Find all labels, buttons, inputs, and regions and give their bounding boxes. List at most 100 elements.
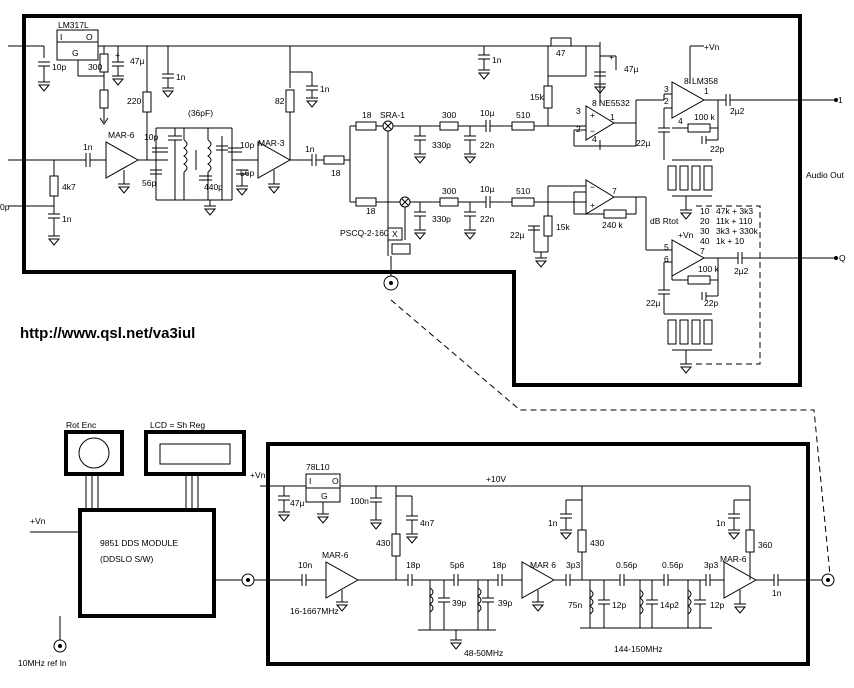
c1n-in-label: 1n [83, 142, 93, 152]
c100n-label: 100n [350, 496, 369, 506]
c10p-a-label: 10p [52, 62, 66, 72]
lm-pin-3: 3 [664, 84, 669, 94]
dashed-enclosure [696, 205, 761, 365]
r510-a-label: 510 [516, 110, 530, 120]
module-line2: (DDSLO S/W) [100, 554, 154, 564]
db-table-resistance: 11k + 110 [716, 216, 753, 226]
c5p6-label: 5p6 [450, 560, 464, 570]
ref-in-label: 10MHz ref In [18, 658, 67, 668]
lc-tank-144mhz: 75n 12p 0.56p 14p2 0.56p 12p 144-150MHz [568, 560, 724, 654]
r7810-regulator: 78L10 I O G [305, 462, 341, 503]
c47u-c-label: 47µ [290, 498, 304, 508]
c47u-a-label: 47µ [130, 56, 144, 66]
c440p-label: 440p [204, 182, 223, 192]
lo-link-dashed [390, 299, 831, 576]
c39p-b-label: 39p [498, 598, 512, 608]
r430-a-label: 430 [376, 538, 390, 548]
svg-text:+: + [115, 50, 120, 60]
lcd-label: LCD = Sh Reg [150, 420, 205, 430]
mar6-c-label: MAR 6 [530, 560, 556, 570]
c1n-c-label: 1n [320, 84, 330, 94]
c10p-c-label: 10p [240, 140, 254, 150]
c10u-b-label: 10µ [480, 184, 494, 194]
c10u-a-label: 10µ [480, 108, 494, 118]
lm-pin-4: 4 [678, 116, 683, 126]
c1n-e-label: 1n [305, 144, 315, 154]
ne5532-opamp-a: 8 NE5532 3 2 1 4 + − [576, 98, 630, 144]
c1n-f-label: 1n [548, 518, 558, 528]
c0p56-a-label: 0.56p [616, 560, 638, 570]
lm358-opamp-top: 8 LM358 3 2 1 4 [664, 76, 718, 126]
c10p-b-label: 10p [144, 132, 158, 142]
lm317-in-pin: I [60, 32, 62, 42]
c330p-b-label: 330p [432, 214, 451, 224]
db-table-value: 30 [700, 226, 710, 236]
c2u2-a-label: 2µ2 [730, 106, 745, 116]
lm317-gnd-pin: G [72, 48, 79, 58]
mar6-amp-b: MAR-6 [322, 550, 360, 612]
lc-tank-48mhz: 39p 39p 48-50MHz [418, 580, 512, 658]
mar6-amp-c: MAR 6 [521, 560, 556, 612]
audio-out-label: Audio Out [806, 170, 844, 180]
c22p-a-label: 22p [710, 144, 724, 154]
mar6-a-label: MAR-6 [108, 130, 135, 140]
mar3-label: MAR-3 [258, 138, 285, 148]
svg-text:−: − [590, 182, 595, 192]
vn-a-label: +Vn [30, 516, 46, 526]
c10n-label: 10n [298, 560, 312, 570]
c22p-b-label: 22p [704, 298, 718, 308]
c12p-b-label: 12p [710, 600, 724, 610]
c56p-b-label: 56p [240, 168, 254, 178]
v10-label: +10V [486, 474, 506, 484]
rtot-bank-bottom [664, 313, 713, 374]
db-table-value: 20 [700, 216, 710, 226]
c1n-b-label: 1n [492, 55, 502, 65]
db-table-value: 10 [700, 206, 710, 216]
out-q-label: Q [839, 253, 846, 263]
c1n-g-label: 1n [716, 518, 726, 528]
lcd-display: LCD = Sh Reg [144, 420, 246, 510]
mar6-b-label: MAR-6 [322, 550, 349, 560]
ne5532-label: 8 NE5532 [592, 98, 630, 108]
lm317-label: LM317L [58, 20, 89, 30]
r100k-b-label: 100 k [698, 264, 720, 274]
r7810-out-pin: O [332, 476, 339, 486]
r18-a-label: 18 [331, 168, 341, 178]
c1n-out-label: 1n [772, 588, 782, 598]
c22n-b-label: 22n [480, 214, 494, 224]
c12p-a-label: 12p [612, 600, 626, 610]
pin-4: 4 [592, 134, 597, 144]
r220-label: 220 [127, 96, 141, 106]
r240k-label: 240 k [602, 220, 624, 230]
c36pf-label: (36pF) [188, 108, 213, 118]
r360-label: 360 [758, 540, 772, 550]
rotary-encoder: Rot Enc [64, 420, 124, 510]
c330p-a-label: 330p [432, 140, 451, 150]
c22u-c-label: 22µ [646, 298, 660, 308]
db-table-resistance: 1k + 10 [716, 236, 744, 246]
out-1-label: 1 [838, 95, 843, 105]
mar6-amp-a: MAR-6 [105, 130, 140, 194]
r510-b-label: 510 [516, 186, 530, 196]
c1n-d-label: 1n [62, 214, 72, 224]
r300-a-label: 300 [88, 62, 102, 72]
svg-text:+: + [590, 110, 595, 120]
lm358-label: LM358 [692, 76, 718, 86]
r300-c-label: 300 [442, 186, 456, 196]
pin-3: 3 [576, 106, 581, 116]
p10-label: 0p [0, 202, 10, 212]
band-b-label: 48-50MHz [464, 648, 503, 658]
top-board-outline [22, 14, 802, 387]
source-url: http://www.qsl.net/va3iul [20, 325, 195, 342]
band-a-label: 16-1667MHz [290, 606, 339, 616]
rot-enc-label: Rot Enc [66, 420, 97, 430]
lm358-opamp-bottom: 5 6 7 [664, 239, 706, 277]
svg-text:−: − [590, 126, 595, 136]
lm317-out-pin: O [86, 32, 93, 42]
pin-7: 7 [612, 186, 617, 196]
rtot-bank-top [667, 159, 713, 220]
lm-pin-6: 6 [664, 254, 669, 264]
r15k-b-label: 15k [556, 222, 570, 232]
r7810-in-pin: I [309, 476, 311, 486]
